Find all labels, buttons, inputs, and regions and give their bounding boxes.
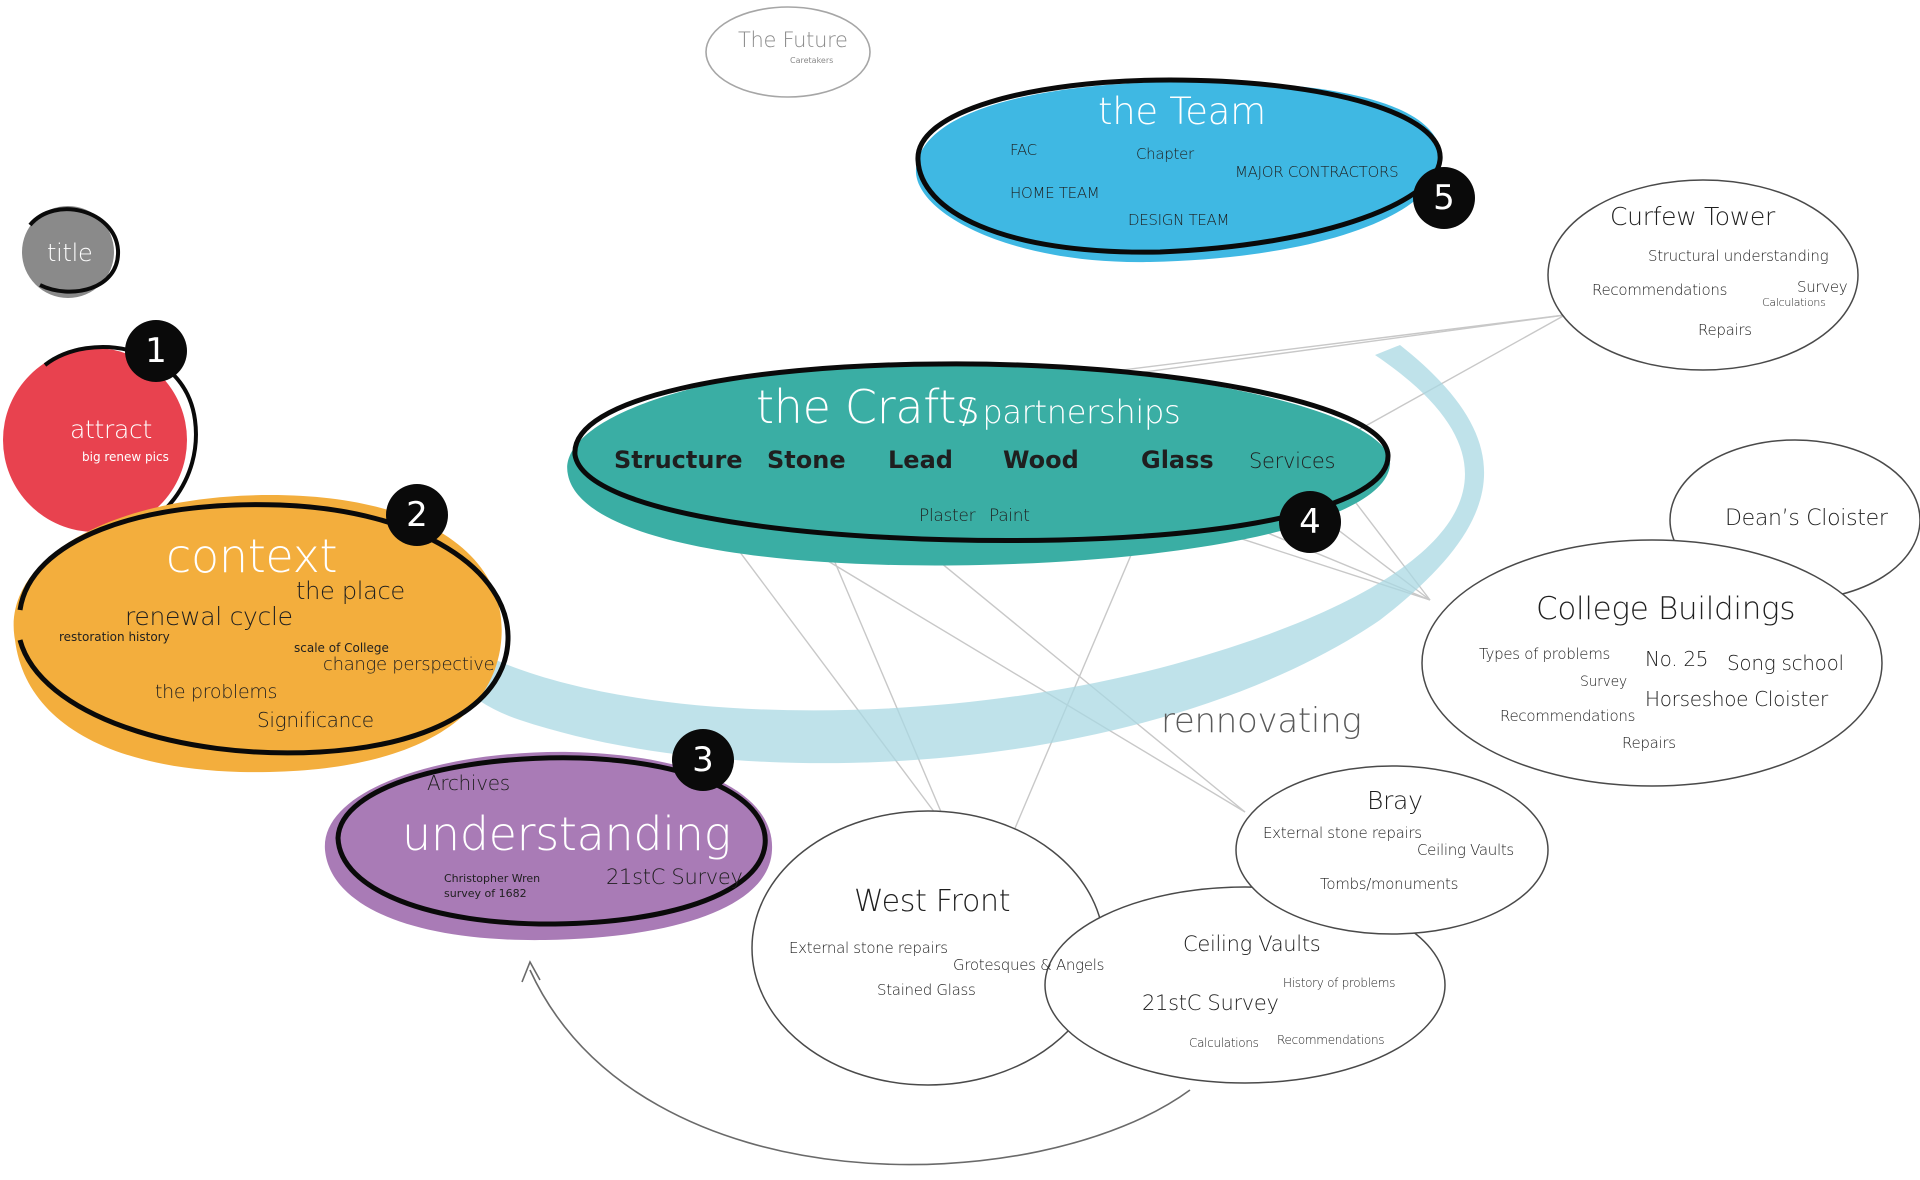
college-item: Repairs	[1622, 734, 1676, 752]
understanding-item: Archives	[427, 771, 510, 795]
team-item: FAC	[1010, 141, 1037, 159]
context-item: scale of College	[294, 641, 389, 655]
west-item: External stone repairs	[789, 939, 948, 957]
crafts-item: Stone	[767, 446, 846, 474]
crafts-title: the Crafts	[756, 380, 980, 434]
flow-band	[420, 345, 1485, 764]
bray-item: External stone repairs	[1263, 824, 1422, 842]
return-arrow	[529, 969, 1191, 1166]
understanding-shape	[324, 751, 773, 941]
future-sub: Caretakers	[790, 56, 834, 65]
curfew-item: Survey	[1797, 278, 1848, 296]
bray-node[interactable]	[1235, 765, 1549, 935]
curfew-item: Repairs	[1698, 321, 1752, 339]
understanding-item: survey of 1682	[444, 887, 527, 900]
context-item: renewal cycle	[125, 602, 293, 631]
college-item: Recommendations	[1500, 707, 1636, 725]
context-title: context	[166, 529, 338, 583]
understanding-item: 21stC Survey	[606, 865, 743, 889]
curfew-item: Structural understanding	[1648, 247, 1829, 265]
west-item: Grotesques & Angels	[953, 956, 1105, 974]
understanding-title: understanding	[402, 807, 731, 861]
curfew-item: Calculations	[1762, 296, 1826, 309]
flow-label: rennovating	[1161, 701, 1362, 741]
title-node[interactable]	[22, 206, 114, 298]
crafts-item: Glass	[1141, 446, 1214, 474]
college-buildings-node[interactable]	[1421, 539, 1883, 787]
vaults-item: 21stC Survey	[1142, 991, 1279, 1015]
west-item: Stained Glass	[877, 981, 976, 999]
future-title: The Future	[738, 28, 848, 52]
attract-title: attract	[70, 415, 152, 444]
crafts-item: Services	[1249, 449, 1336, 473]
college-item: Types of problems	[1479, 645, 1611, 663]
context-badge: 2	[386, 484, 448, 546]
vaults-title: Ceiling Vaults	[1183, 932, 1321, 956]
bray-title: Bray	[1367, 786, 1423, 815]
college-item: Survey	[1580, 674, 1627, 690]
vaults-item: History of problems	[1283, 976, 1396, 990]
crafts-item: Lead	[888, 446, 953, 474]
crafts-subtitle: / partnerships	[962, 393, 1181, 431]
curfew-item: Recommendations	[1592, 281, 1728, 299]
college-title: College Buildings	[1536, 591, 1796, 627]
team-item: Chapter	[1136, 145, 1194, 163]
arrow-head	[521, 960, 541, 983]
college-item: Song school	[1727, 651, 1844, 675]
context-item: restoration history	[59, 630, 170, 644]
future-node[interactable]	[705, 6, 871, 98]
context-item: Significance	[257, 708, 374, 732]
curfew-tower-node[interactable]	[1547, 179, 1859, 371]
team-badge: 5	[1413, 167, 1475, 229]
bray-item: Ceiling Vaults	[1417, 841, 1514, 859]
crafts-item: Plaster	[919, 506, 976, 526]
attract-shape	[3, 348, 187, 532]
team-item: DESIGN TEAM	[1128, 211, 1230, 229]
title-node-outline	[28, 207, 121, 294]
context-item: the place	[296, 577, 405, 605]
crafts-item: Wood	[1003, 446, 1079, 474]
bray-item: Tombs/monuments	[1320, 875, 1459, 893]
team-title: the Team	[1098, 90, 1266, 133]
context-shape	[13, 495, 511, 773]
vaults-item: Calculations	[1189, 1036, 1259, 1050]
college-item: Horseshoe Cloister	[1645, 687, 1828, 711]
west-title: West Front	[854, 884, 1011, 919]
crafts-badge: 4	[1279, 491, 1341, 553]
team-item: HOME TEAM	[1010, 184, 1100, 202]
context-item: change perspective	[323, 654, 495, 675]
team-shape	[915, 77, 1443, 263]
college-item: No. 25	[1645, 647, 1709, 671]
title-node-label[interactable]: title	[47, 239, 93, 267]
understanding-item: Christopher Wren	[444, 872, 541, 885]
understanding-badge: 3	[672, 729, 734, 791]
crafts-item: Paint	[989, 506, 1030, 526]
deans-title: Dean’s Cloister	[1725, 506, 1888, 531]
curfew-title: Curfew Tower	[1610, 202, 1775, 231]
ceiling-vaults-node[interactable]	[1044, 886, 1446, 1084]
crafts-shape	[567, 361, 1391, 566]
vaults-item: Recommendations	[1277, 1033, 1385, 1047]
attract-badge: 1	[125, 320, 187, 382]
attract-sub: big renew pics	[82, 450, 169, 464]
crafts-item: Structure	[614, 446, 743, 474]
context-item: the problems	[155, 681, 278, 703]
team-item: MAJOR CONTRACTORS	[1235, 163, 1399, 181]
